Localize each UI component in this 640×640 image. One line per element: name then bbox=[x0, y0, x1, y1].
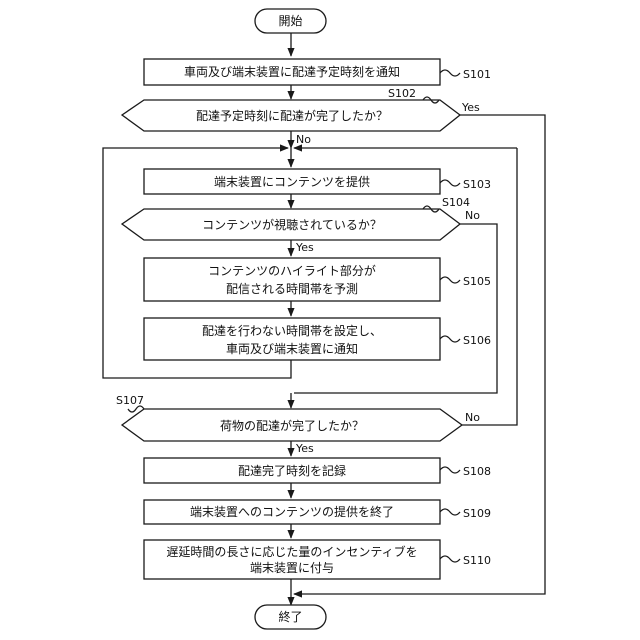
process-s108: 配達完了時刻を記録 bbox=[144, 458, 440, 483]
process-s110-label-1: 遅延時間の長さに応じた量のインセンティブを bbox=[166, 544, 417, 559]
process-s106-label-2: 車両及び端末装置に通知 bbox=[226, 342, 358, 356]
leader-s109 bbox=[440, 509, 460, 515]
process-s110: 遅延時間の長さに応じた量のインセンティブを 端末装置に付与 bbox=[144, 540, 440, 579]
decision-s107: 荷物の配達が完了したか？ bbox=[122, 409, 462, 441]
branch-s102-no: No bbox=[296, 133, 311, 146]
leader-s101 bbox=[440, 70, 460, 76]
step-s108: S108 bbox=[463, 465, 491, 478]
process-s105: コンテンツのハイライト部分が 配信される時間帯を予測 bbox=[144, 258, 440, 301]
decision-s104-label: コンテンツが視聴されているか？ bbox=[202, 217, 382, 232]
branch-s107-yes: Yes bbox=[295, 442, 314, 455]
step-s102: S102 bbox=[388, 87, 416, 100]
step-s103: S103 bbox=[463, 178, 491, 191]
process-s106-label-1: 配達を行わない時間帯を設定し、 bbox=[202, 323, 382, 338]
step-s109: S109 bbox=[463, 507, 491, 520]
process-s106: 配達を行わない時間帯を設定し、 車両及び端末装置に通知 bbox=[144, 318, 440, 360]
branch-s104-no: No bbox=[465, 209, 480, 222]
branch-s102-yes: Yes bbox=[461, 101, 480, 114]
decision-s102: 配達予定時刻に配達が完了したか？ bbox=[122, 100, 460, 131]
step-s104: S104 bbox=[442, 196, 470, 209]
start-terminator: 開始 bbox=[255, 9, 326, 33]
process-s108-label: 配達完了時刻を記録 bbox=[238, 463, 346, 478]
leader-s103 bbox=[440, 180, 460, 186]
end-terminator: 終了 bbox=[255, 605, 326, 629]
step-s107: S107 bbox=[116, 394, 144, 407]
decision-s102-label: 配達予定時刻に配達が完了したか？ bbox=[196, 108, 388, 123]
process-s109: 端末装置へのコンテンツの提供を終了 bbox=[144, 500, 440, 524]
process-s101: 車両及び端末装置に配達予定時刻を通知 bbox=[144, 59, 440, 85]
start-label: 開始 bbox=[278, 14, 302, 28]
process-s105-label-1: コンテンツのハイライト部分が bbox=[208, 263, 376, 278]
process-s103-label: 端末装置にコンテンツを提供 bbox=[214, 174, 370, 189]
process-s103: 端末装置にコンテンツを提供 bbox=[144, 169, 440, 194]
step-s106: S106 bbox=[463, 334, 491, 347]
process-s110-label-2: 端末装置に付与 bbox=[250, 561, 334, 575]
leader-s110 bbox=[440, 556, 460, 562]
step-s101: S101 bbox=[463, 68, 491, 81]
end-label: 終了 bbox=[278, 609, 302, 624]
leader-s105 bbox=[440, 277, 460, 283]
decision-s104: コンテンツが視聴されているか？ bbox=[122, 209, 460, 240]
decision-s107-label: 荷物の配達が完了したか？ bbox=[220, 418, 364, 433]
edge-s104-no bbox=[294, 224, 497, 393]
branch-s104-yes: Yes bbox=[295, 241, 314, 254]
step-s110: S110 bbox=[463, 554, 491, 567]
leader-s106 bbox=[440, 336, 460, 342]
process-s105-label-2: 配信される時間帯を予測 bbox=[226, 282, 358, 296]
branch-s107-no: No bbox=[465, 411, 480, 424]
step-s105: S105 bbox=[463, 275, 491, 288]
process-s109-label: 端末装置へのコンテンツの提供を終了 bbox=[190, 504, 394, 519]
process-s101-label: 車両及び端末装置に配達予定時刻を通知 bbox=[184, 64, 400, 79]
leader-s108 bbox=[440, 467, 460, 473]
